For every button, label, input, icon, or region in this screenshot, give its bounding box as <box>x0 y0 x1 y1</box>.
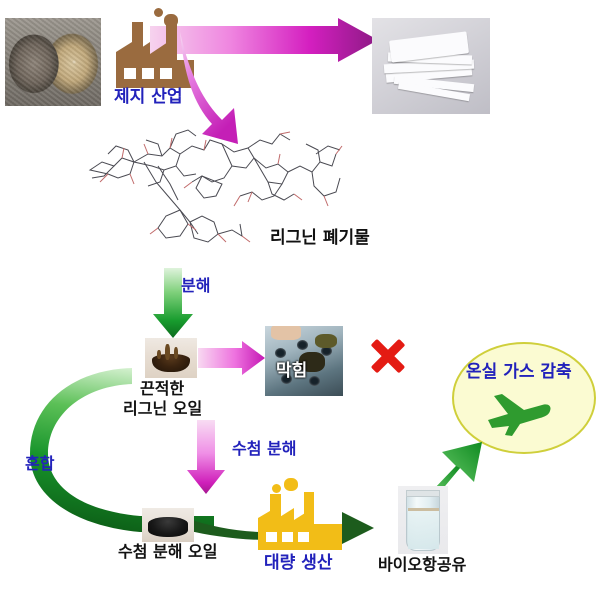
label-paper-industry: 제지 산업 <box>114 87 183 107</box>
arrow-right-icon <box>198 341 265 375</box>
sticky-lignin-oil-photo <box>145 338 197 378</box>
hydrocracked-oil-photo <box>142 508 194 542</box>
label-sticky-lignin-oil-line2: 리그닌 오일 <box>123 399 203 418</box>
label-bio-jet-fuel: 바이오항공유 <box>378 555 467 574</box>
label-mass-production: 대량 생산 <box>264 553 333 573</box>
paper-stack-photo <box>372 18 490 114</box>
wood-logs-photo <box>5 18 101 106</box>
bio-jet-fuel-jar-photo <box>398 486 448 554</box>
label-sticky-lignin-oil-line1: 끈적한 <box>140 379 185 398</box>
label-mixing: 혼합 <box>25 454 55 473</box>
red-x-icon <box>368 336 408 376</box>
label-decomposition: 분해 <box>181 276 211 295</box>
label-hydrocracking: 수첨 분해 <box>232 439 297 458</box>
label-ghg-reduction: 온실 가스 감축 <box>466 362 572 382</box>
clogged-flange-photo <box>265 326 343 396</box>
curved-arrow-down-right-icon <box>180 32 238 144</box>
label-clogging: 막힘 <box>276 361 308 381</box>
arrow-right-icon <box>150 18 378 62</box>
label-hydrocracked-oil: 수첨 분해 오일 <box>118 542 218 561</box>
factory-icon <box>256 478 348 550</box>
lignin-molecular-structure <box>88 129 343 243</box>
ghg-reduction-badge <box>452 342 596 454</box>
arrow-down-icon <box>153 268 193 338</box>
factory-icon <box>112 8 200 90</box>
airplane-icon <box>488 394 551 436</box>
arrow-down-icon <box>187 420 225 494</box>
arrow-right-icon <box>186 512 374 544</box>
label-lignin-waste: 리그닌 폐기물 <box>270 228 370 248</box>
